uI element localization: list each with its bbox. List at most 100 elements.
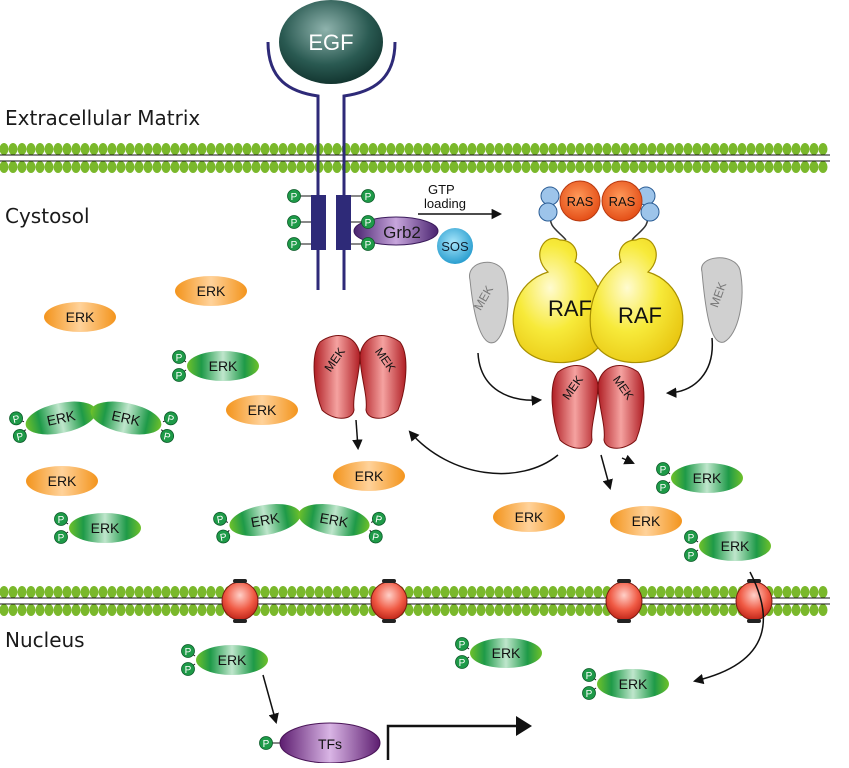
erk-unphosphorylated: ERK <box>26 466 98 496</box>
erk-label: ERK <box>318 510 350 531</box>
erk-label: ERK <box>110 407 142 429</box>
erk-label: ERK <box>492 645 521 661</box>
erk-label: ERK <box>248 402 277 418</box>
raf-label-1: RAF <box>548 296 592 321</box>
erk-unphosphorylated: ERK <box>175 276 247 306</box>
mek-dimer-near-raf: MEK MEK <box>551 365 645 449</box>
phosphate-label: P <box>185 665 192 676</box>
phosphate: P <box>351 237 375 251</box>
phosphate-label: P <box>263 739 270 750</box>
erk-unphosphorylated: ERK <box>333 461 405 491</box>
phosphate-label: P <box>12 414 21 426</box>
phosphate: P <box>287 189 311 203</box>
phosphate-label: P <box>660 465 667 476</box>
phosphate-label: P <box>459 640 466 651</box>
raf-label-2: RAF <box>618 303 662 328</box>
phosphate-label: P <box>688 533 695 544</box>
phosphate-label: P <box>176 353 183 364</box>
erk-label: ERK <box>48 473 77 489</box>
egf-receptor <box>266 41 397 290</box>
raf-dimer: RAF RAF <box>512 237 684 364</box>
phosphate-label: P <box>176 371 183 382</box>
erk-label: ERK <box>515 509 544 525</box>
phosphate-label: P <box>58 515 65 526</box>
pathway-arrows <box>262 337 765 760</box>
gtp-label: GTP <box>428 182 455 197</box>
phosphate-label: P <box>459 658 466 669</box>
tfs-phosphate: P <box>259 736 280 750</box>
phosphate: P <box>351 189 375 203</box>
phosphate-label: P <box>185 647 192 658</box>
phosphate-label: P <box>216 514 225 526</box>
plasma-membrane <box>0 143 830 173</box>
erk-phosphorylated: ERK PP <box>455 637 542 669</box>
erk-label: ERK <box>209 358 238 374</box>
erk-label: ERK <box>721 538 750 554</box>
phosphate-label: P <box>374 514 383 526</box>
erk-phosphorylated: ERK PP <box>656 462 743 494</box>
cytosol-label: Cystosol <box>5 204 90 228</box>
erk-label: ERK <box>619 676 648 692</box>
phosphate-label: P <box>291 240 298 251</box>
phosphate-label: P <box>586 671 593 682</box>
erk-label: ERK <box>355 468 384 484</box>
ras-dimer: RAS RAS <box>538 180 660 241</box>
transcription-factors: TFs <box>279 722 381 764</box>
phosphate-label: P <box>371 532 380 544</box>
phosphate-label: P <box>166 414 175 426</box>
erk-phosphorylated: ERK PP <box>9 401 97 443</box>
phosphate-label: P <box>586 689 593 700</box>
egf-ligand: EGF <box>279 0 383 84</box>
gtp-loading-annotation: GTP loading <box>418 182 503 220</box>
ras-label-1: RAS <box>567 194 594 209</box>
nuclear-pore <box>605 579 643 623</box>
loading-label: loading <box>424 196 466 211</box>
nuclear-pore <box>370 579 408 623</box>
erk-label: ERK <box>91 520 120 536</box>
erk-unphosphorylated: ERK <box>226 395 298 425</box>
erk-label: ERK <box>632 513 661 529</box>
phosphate-label: P <box>16 431 25 443</box>
erk-label: ERK <box>45 407 77 429</box>
inactive-mek-right: MEK <box>701 257 743 343</box>
phosphate-label: P <box>58 533 65 544</box>
erk-phosphorylated: ERK PP <box>684 530 771 562</box>
erk-phosphorylated: ERK PP <box>181 644 268 676</box>
erk-phosphorylated: ERK PP <box>172 350 259 382</box>
grb2-label: Grb2 <box>383 223 421 242</box>
erk-unphosphorylated: ERK <box>610 506 682 536</box>
phosphate-label: P <box>660 483 667 494</box>
erk-label: ERK <box>197 283 226 299</box>
phosphate: P <box>287 215 311 229</box>
erk-unphosphorylated: ERK <box>44 302 116 332</box>
sos-label: SOS <box>441 239 469 254</box>
erk-label: ERK <box>66 309 95 325</box>
phosphate-label: P <box>291 192 298 203</box>
phosphate-label: P <box>688 551 695 562</box>
erk-phosphorylated: ERK PP <box>54 512 141 544</box>
ras-label-2: RAS <box>609 194 636 209</box>
tfs-label: TFs <box>318 736 342 752</box>
erk-label: ERK <box>693 470 722 486</box>
egf-label: EGF <box>308 30 353 55</box>
erk-label: ERK <box>218 652 247 668</box>
phosphate: P <box>351 215 375 229</box>
phosphate-label: P <box>365 240 372 251</box>
sos-protein: SOS <box>437 228 473 264</box>
phosphate-label: P <box>365 192 372 203</box>
nuclear-pore <box>221 579 259 623</box>
erk-phosphorylated: ERK PP <box>298 503 386 544</box>
erk-phosphorylated: ERK PP <box>582 668 669 700</box>
phosphate-label: P <box>291 218 298 229</box>
erk-unphosphorylated: ERK <box>493 502 565 532</box>
mek-dimer-cytosol: MEK MEK <box>313 335 407 419</box>
phosphate: P <box>287 237 311 251</box>
inactive-mek-left: MEK <box>469 261 509 344</box>
phosphate-label: P <box>365 218 372 229</box>
